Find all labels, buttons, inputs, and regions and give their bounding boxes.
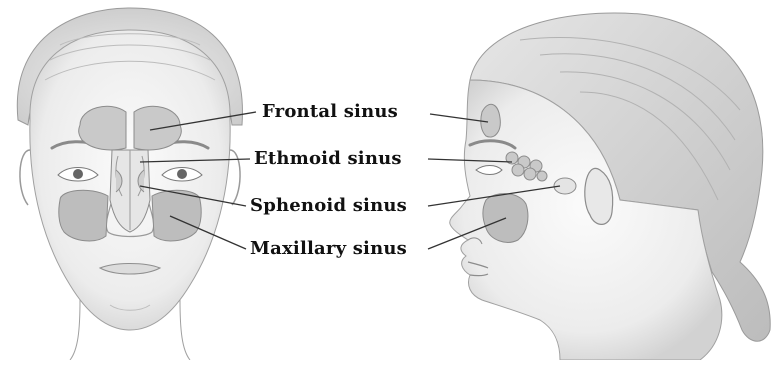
label-ethmoid-sinus: Ethmoid sinus — [254, 148, 402, 169]
label-sphenoid-sinus: Sphenoid sinus — [250, 195, 407, 216]
front-maxillary-sinus — [59, 190, 108, 241]
profile-head — [450, 13, 770, 360]
front-maxillary-sinus-right — [152, 190, 201, 241]
profile-frontal-sinus — [481, 104, 501, 137]
label-frontal-sinus: Frontal sinus — [262, 101, 398, 122]
front-face — [17, 8, 242, 360]
label-maxillary-sinus: Maxillary sinus — [250, 238, 407, 259]
front-frontal-sinus — [79, 106, 126, 150]
